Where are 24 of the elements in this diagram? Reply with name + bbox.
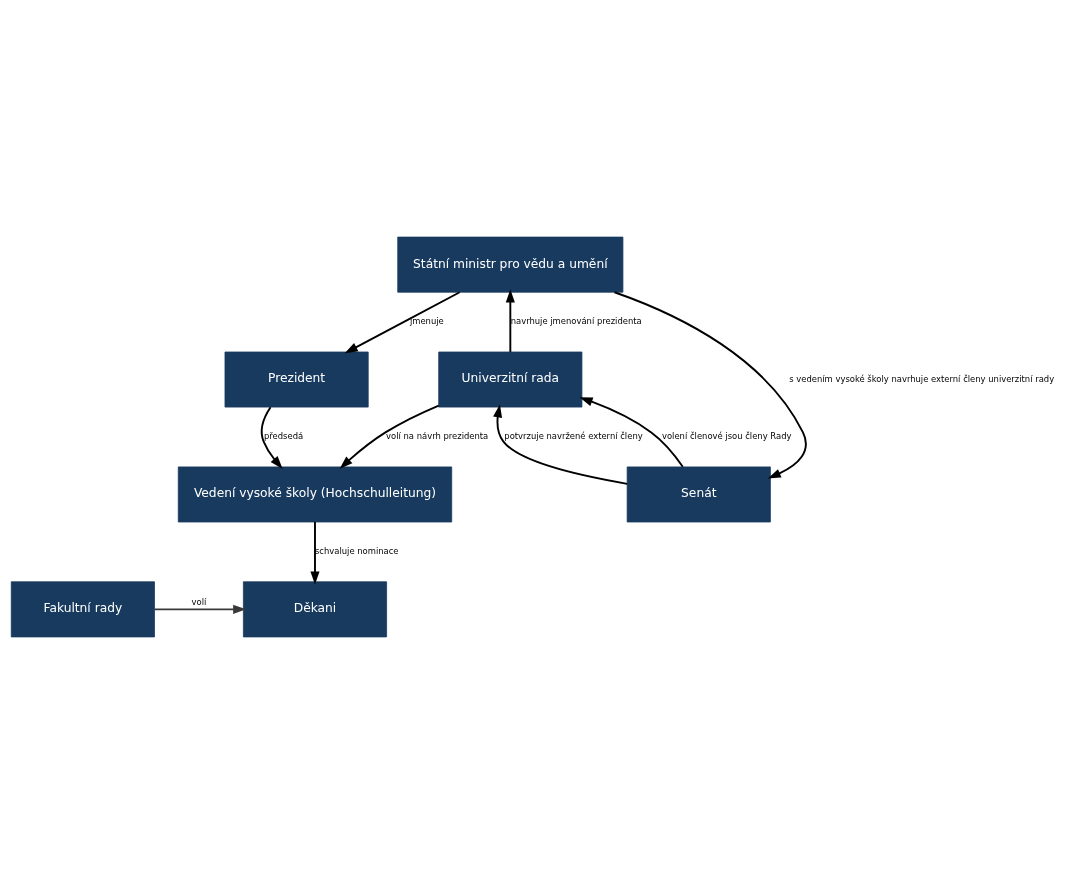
arrow [344,290,461,353]
edge-label: předsedá [264,430,304,441]
arrow [505,288,515,353]
edge-label: navrhuje jmenování prezidenta [510,315,642,326]
edge-label: volí na návrh prezidenta [386,430,489,441]
arrow [260,405,283,469]
node-box: Univerzitní rada [438,351,583,407]
node-box: Fakultní rady [10,580,155,637]
node-box: Vedení vysoké školy (Hochschulleitung) [177,466,453,522]
arrow [310,520,320,585]
edge-label: potvrzuje navržené externí členy [504,430,643,441]
node-box: Státní ministr pro vědu a umění [397,236,624,293]
arrow [339,404,440,469]
arrow [613,290,807,478]
arrow [153,604,247,614]
node-box: Senát [626,466,771,522]
edge-label: volí [191,596,207,607]
node-box: Prezident [224,351,369,407]
arrow [493,404,629,485]
arrow [579,396,684,468]
node-box: Děkani [242,580,387,637]
edge-label: jmenuje [409,315,444,326]
edge-label: volení členové jsou členy Rady [662,430,792,441]
edge-label: s vedením vysoké školy navrhuje externí členy univerzitní rady [789,373,1055,384]
